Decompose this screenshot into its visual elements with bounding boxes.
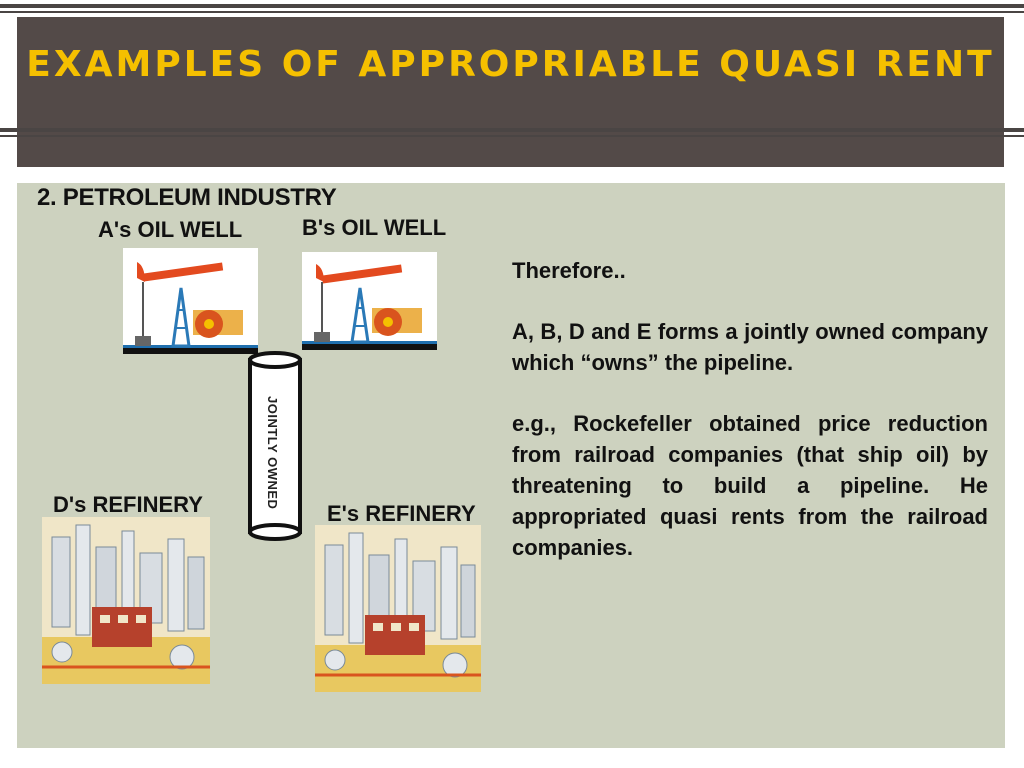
top-rule-1 — [0, 4, 1024, 8]
jointly-owned-text: A, B, D and E forms a jointly owned comp… — [512, 319, 988, 375]
top-rule-2 — [0, 11, 1024, 13]
d-refinery-label: D's REFINERY — [53, 492, 203, 517]
e-refinery-label: E's REFINERY — [327, 501, 476, 526]
band-rule-2 — [0, 135, 1024, 137]
pipeline-label: JOINTLY OWNED — [265, 395, 280, 510]
rockefeller-example-text: e.g., Rockefeller obtained price reducti… — [512, 411, 988, 560]
title-band — [17, 17, 1004, 167]
a-well-label: A's OIL WELL — [98, 217, 243, 242]
refinery-icon — [315, 525, 481, 692]
oil-pump-icon — [123, 248, 258, 354]
slide-title: EXAMPLES OF APPROPRIABLE QUASI RENT — [26, 44, 995, 85]
refinery-icon — [42, 517, 210, 684]
therefore-text: Therefore.. — [512, 258, 626, 283]
band-rule-1 — [0, 128, 1024, 132]
section-heading: 2. PETROLEUM INDUSTRY — [37, 184, 337, 211]
oil-pump-icon — [302, 252, 437, 350]
pipeline-icon — [248, 351, 302, 541]
b-well-label: B's OIL WELL — [302, 215, 447, 240]
